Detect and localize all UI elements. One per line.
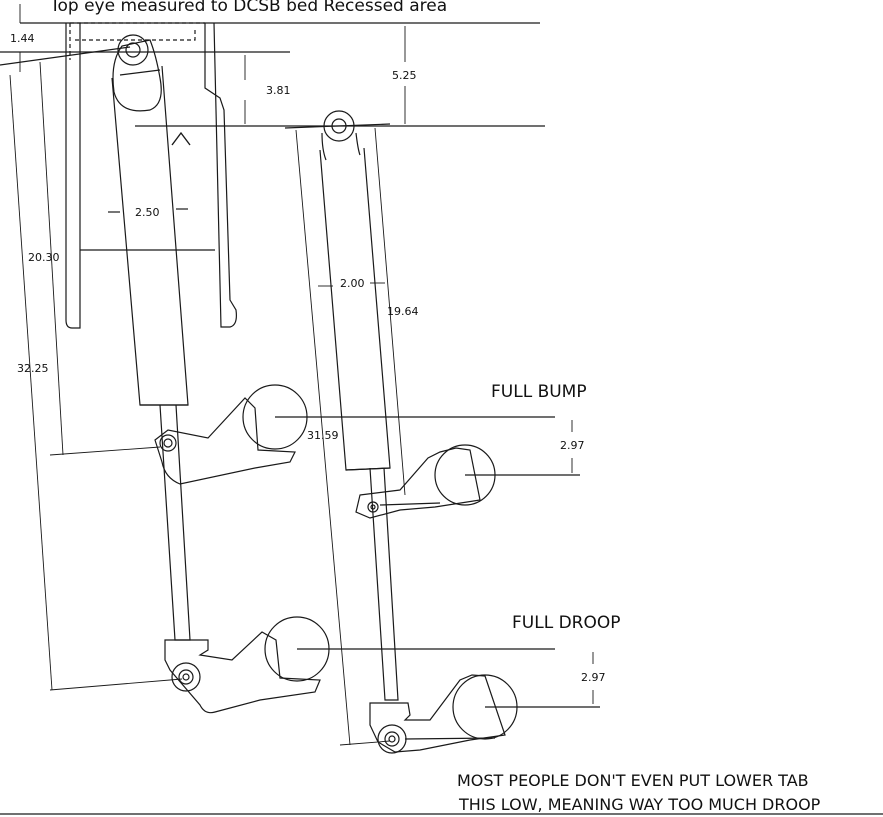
frame-bracket [65,22,237,329]
dim-bump-difference: 2.97 [560,439,585,452]
drawing-title: Top eye measured to DCSB bed Recessed ar… [50,0,448,16]
left-bump-tab [154,384,555,485]
reference-lines [0,22,883,815]
dim-bed-to-second-eye: 5.25 [392,69,417,82]
note-line-2: THIS LOW, MEANING WAY TOO MUCH DROOP [459,795,821,814]
left-shock [111,34,191,641]
dim-shock2-width: 2.00 [340,277,365,290]
full-bump-label: FULL BUMP [491,382,587,402]
dim-top-offset: 1.44 [10,32,35,45]
note-line-1: MOST PEOPLE DON'T EVEN PUT LOWER TAB [457,771,809,790]
right-shock [319,110,399,701]
dim-eye-to-bump-tab: 20.30 [28,251,60,264]
dim-shock2-compressed: 19.64 [387,305,419,318]
right-droop-tab [369,674,600,754]
right-bump-tab [355,444,580,519]
full-droop-label: FULL DROOP [512,613,621,633]
dim-eye-to-droop-tab: 32.25 [17,362,49,375]
dimension-lines [9,4,594,746]
dim-shock2-extended: 31.59 [307,429,339,442]
dim-mount-width: 2.50 [135,206,160,219]
dim-droop-difference: 2.97 [581,671,606,684]
dim-eye-to-bed: 3.81 [266,84,291,97]
left-droop-tab [164,616,555,714]
